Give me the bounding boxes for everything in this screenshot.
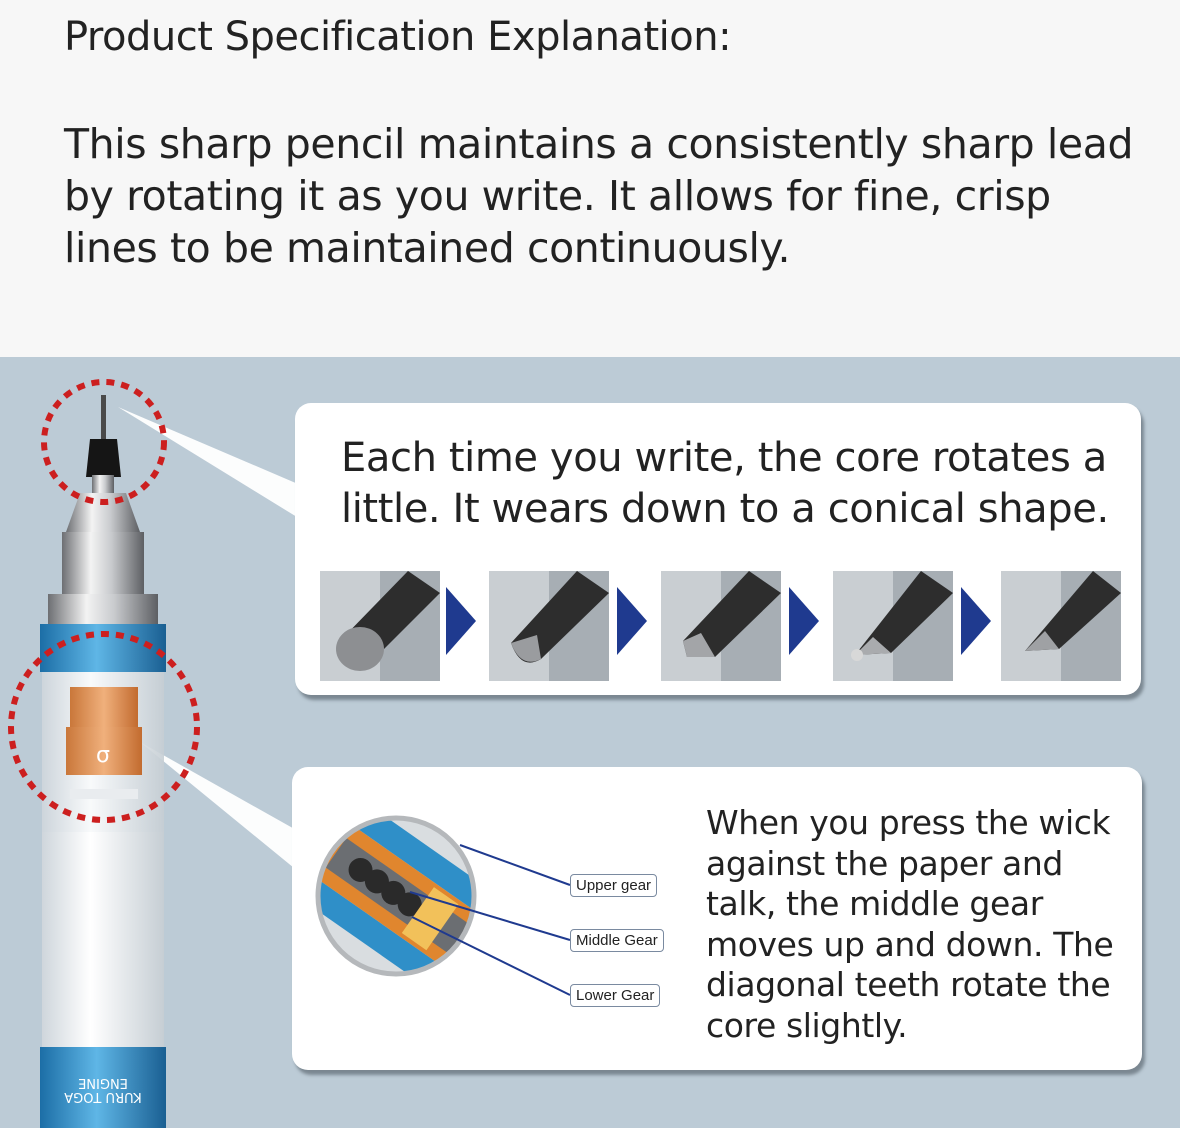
lead-stage-1-thumb [320,571,440,681]
rotation-callout-card: Each time you write, the core rotates a … [295,403,1141,695]
gear-callout-card: Upper gear Middle Gear Lower Gear When y… [292,767,1142,1070]
pencil-brand-text: KURU TOGA ENGINE [42,1075,164,1104]
middle-gear-label: Middle Gear [570,929,664,952]
lead-stage-4-thumb [833,571,953,681]
rotation-callout-text: Each time you write, the core rotates a … [341,435,1109,532]
lower-gear-label: Lower Gear [570,984,661,1007]
svg-text:σ: σ [96,743,110,768]
brand-line-2: ENGINE [78,1075,128,1090]
illustration-panel: σ KURU TOGA ENGINE Each time you write, … [0,357,1180,1128]
lead-stage-3-thumb [661,571,781,681]
stage-arrow-icon [617,587,647,655]
lead-stage-5-thumb [1001,571,1121,681]
stage-arrow-icon [446,587,476,655]
page-title: Product Specification Explanation: [64,14,732,60]
brand-line-1: KURU TOGA [64,1089,142,1104]
gear-mechanism-illustration [315,815,571,996]
lead-stage-2-thumb [489,571,609,681]
stage-arrow-icon [789,587,819,655]
upper-gear-label: Upper gear [570,874,658,897]
gear-callout-text: When you press the wick against the pape… [706,803,1114,1045]
header-section: Product Specification Explanation: This … [0,0,1180,357]
stage-arrow-icon [961,587,991,655]
intro-paragraph: This sharp pencil maintains a consistent… [64,120,1134,272]
pencil-illustration: σ [8,379,300,1128]
